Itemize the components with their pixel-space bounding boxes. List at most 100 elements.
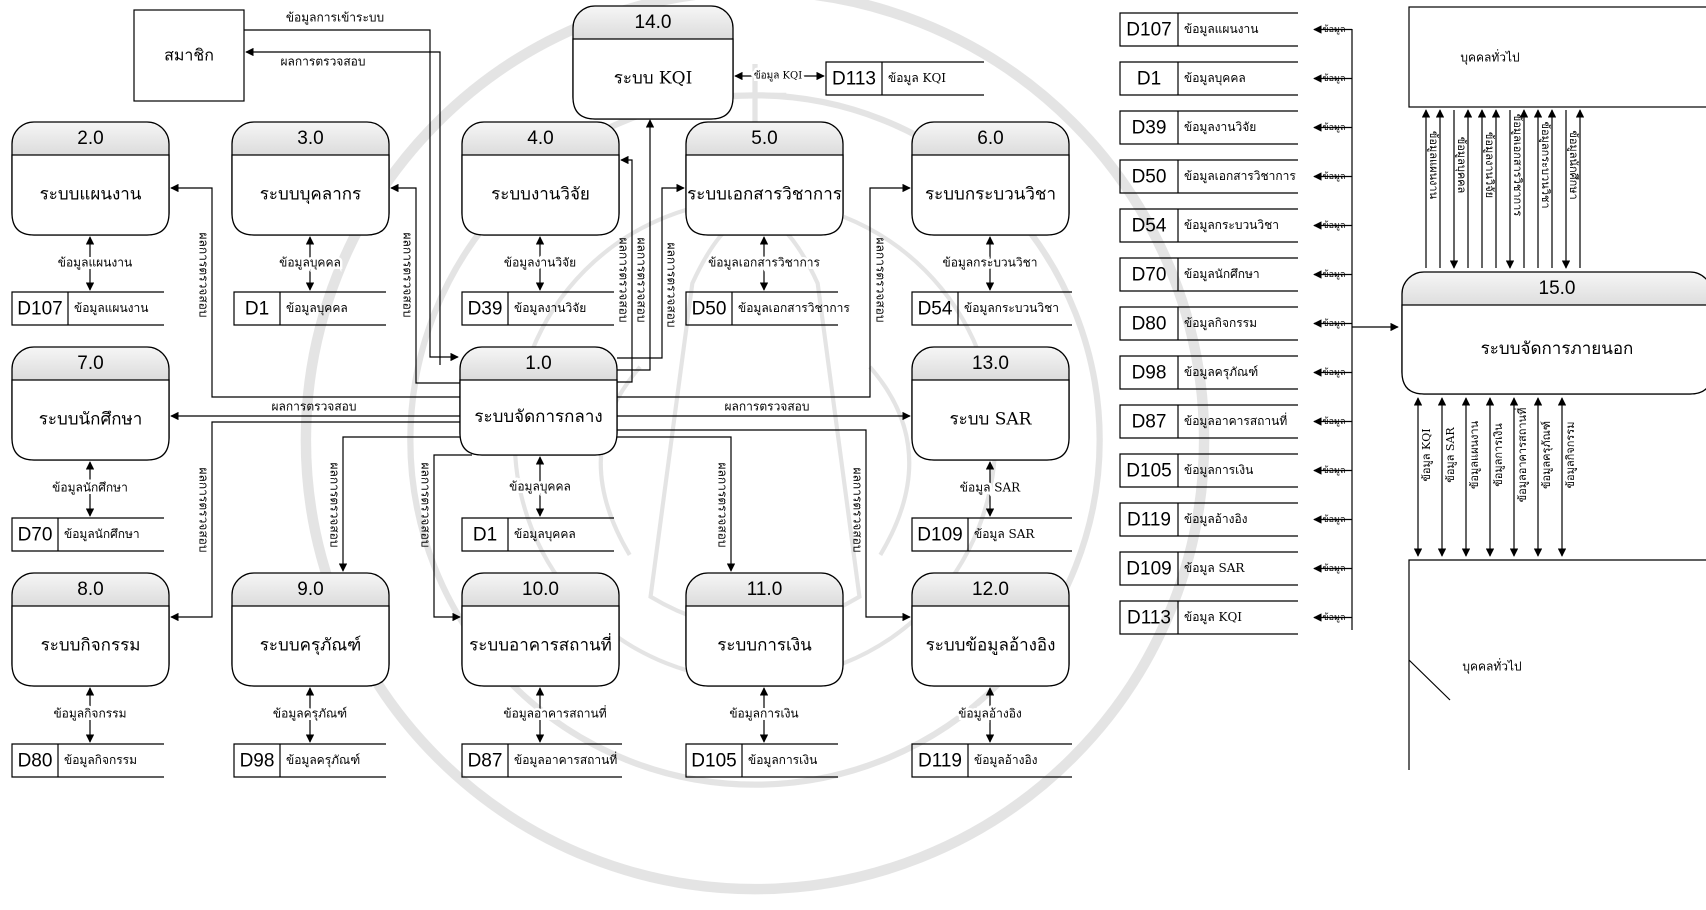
process-body [461,605,620,687]
result-to-8 [170,421,460,622]
process-id: 14.0 [635,12,672,33]
data-store-id: D98 [240,751,275,772]
process-id: 13.0 [972,353,1009,374]
store-list-flow-label: ข้อมูล [1322,171,1345,182]
data-store-name: ข้อมูล KQI [888,71,946,86]
store-list-name: ข้อมูลบุคคล [1184,71,1246,86]
store-list-d70 [1119,257,1298,292]
result-to-14 [617,119,655,371]
store-flow-label-durable: ข้อมูลครุภัณฑ์ [273,707,347,722]
process-body [685,154,844,236]
store-list-d80 [1119,306,1298,341]
store-list-id: D87 [1132,412,1167,433]
result-to-9 [338,436,460,572]
store-list-flow-label: ข้อมูล [1322,514,1345,525]
process-name: ระบบ SAR [950,410,1033,430]
data-store-d54 [911,291,1072,326]
process-body [231,154,390,236]
store-list-id: D109 [1126,559,1171,580]
store-list-id: D54 [1132,216,1167,237]
store-list-d87 [1119,404,1298,439]
data-store-d98 [233,743,386,778]
member-label: สมาชิก [164,46,214,65]
process-id: 6.0 [977,128,1003,149]
data-store-d119 [911,743,1072,778]
store-flow-label-course: ข้อมูลกระบวนวิชา [942,256,1037,271]
public-bottom-label: บุคคลทั่วไป [1462,658,1521,675]
result-10-label: ผลการตรวจสอบ [419,463,433,548]
data-store-name: ข้อมูลอาคารสถานที่ [514,751,617,768]
store-list-flow-label: ข้อมูล [1322,318,1345,329]
store-flow-label-reference: ข้อมูลอ้างอิง [958,707,1022,722]
data-store-d113 [825,61,984,96]
store-list-name: ข้อมูล SAR [1184,561,1245,576]
ext-top-label: ข้อมูลงานวิจัย [1483,132,1496,198]
store-list-flow-label: ข้อมูล [1322,220,1345,231]
store-list-name: ข้อมูลอ้างอิง [1184,512,1248,527]
store-list-d107 [1119,12,1298,47]
process-name: ระบบครุภัณฑ์ [260,636,361,656]
process-body [572,38,734,120]
process-body [231,605,390,687]
data-store-name: ข้อมูลกิจกรรม [64,753,137,768]
public-entity-bottom [1408,559,1706,770]
store-list-name: ข้อมูลแผนงาน [1184,22,1258,37]
process-name: ระบบกิจกรรม [41,636,141,656]
store-list-name: ข้อมูลการเงิน [1184,463,1253,478]
data-store-d50 [685,291,838,326]
store-flow-label-building: ข้อมูลอาคารสถานที่ [503,705,606,722]
data-store-id: D87 [468,751,503,772]
result-8-label: ผลการตรวจสอบ [197,468,211,553]
process-id: 11.0 [747,579,783,600]
process-id: 4.0 [527,128,553,149]
store-list-d1 [1119,61,1298,96]
store-list-name: ข้อมูลอาคารสถานที่ [1184,412,1287,429]
data-store-id: D50 [692,299,727,320]
process-body [459,379,618,456]
process-body [11,605,170,687]
process-id: 15.0 [1539,278,1576,299]
store-list-id: D1 [1137,69,1161,90]
process-name: ระบบกระบวนวิชา [925,185,1056,205]
store-list-id: D107 [1126,20,1171,41]
data-store-id: D105 [691,751,736,772]
ext-bottom-label: ข้อมูลการเงิน [1492,423,1505,487]
data-store-name: ข้อมูลแผนงาน [74,301,148,316]
result-to-4 [617,155,633,383]
data-store-d70 [11,517,164,552]
store-list-d54 [1119,208,1298,243]
result-14-label: ผลการตรวจสอบ [635,238,649,323]
process-body [1401,304,1706,395]
ext-bottom-label: ข้อมูลกิจกรรม [1564,422,1577,489]
process-id: 3.0 [297,128,323,149]
data-store-d39 [461,291,614,326]
result-to-5 [617,183,685,359]
process-body [461,154,620,236]
store-list-name: ข้อมูลงานวิจัย [1184,120,1256,135]
process-name: ระบบ KQI [614,69,693,89]
store-flow-label-sar: ข้อมูล SAR [960,481,1021,496]
result-to-3 [390,183,460,384]
process-name: ระบบจัดการภายนอก [1481,339,1634,359]
process-body [11,379,170,461]
result-2-label: ผลการตรวจสอบ [197,233,211,318]
store-flow-label-student: ข้อมูลนักศึกษา [52,481,128,496]
data-store-name: ข้อมูลอ้างอิง [974,753,1038,768]
store-flow-label-plan: ข้อมูลแผนงาน [58,256,132,271]
result-to-12 [617,429,911,622]
result-to-11 [617,436,736,572]
store-flow-label-docs: ข้อมูลเอกสารวิชาการ [708,256,820,271]
store-list-id: D119 [1127,510,1171,531]
data-store-id: D109 [917,525,962,546]
store-list-d113 [1119,600,1298,635]
result-to-2 [170,183,460,398]
data-store-id: D113 [832,69,876,90]
process-name: ระบบบุคลากร [260,185,361,205]
data-store-name: ข้อมูลนักศึกษา [64,527,140,542]
store-list-d109 [1119,551,1298,586]
process-id: 10.0 [522,579,559,600]
process-name: ระบบข้อมูลอ้างอิง [926,636,1056,656]
result-3-label: ผลการตรวจสอบ [401,233,415,318]
result-11-label: ผลการตรวจสอบ [716,463,730,548]
result-7-label: ผลการตรวจสอบ [272,400,357,414]
